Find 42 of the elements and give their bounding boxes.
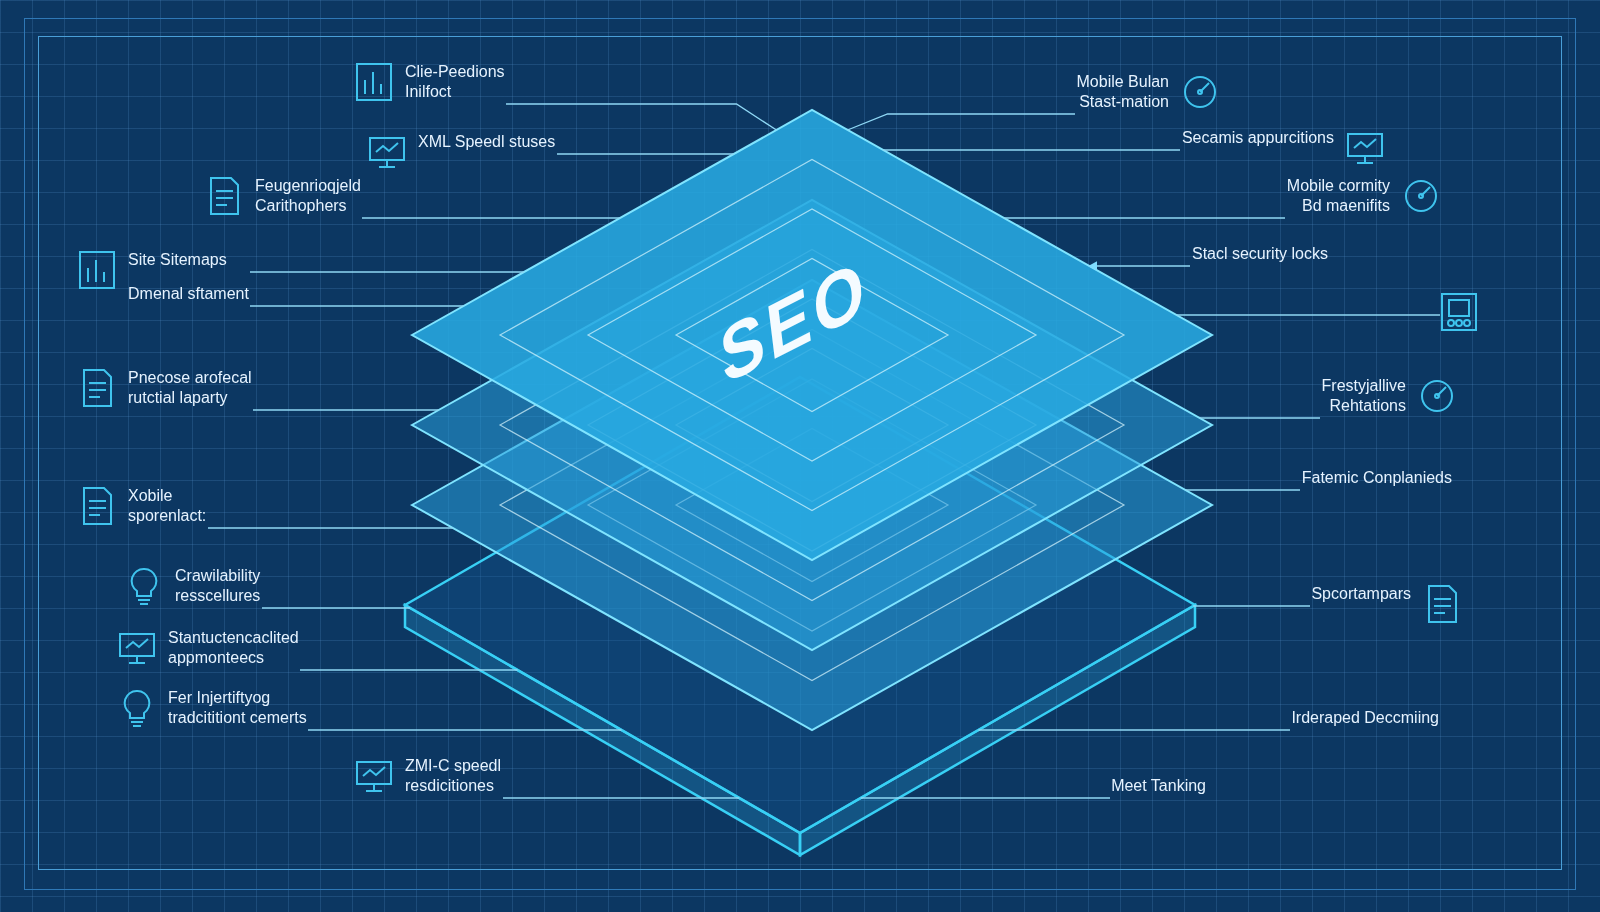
callout-label: Spcortampars [1310, 584, 1411, 604]
callout-label: Fer Injertiftyog tradcititiont cemerts [168, 688, 308, 728]
callout-label: Site Sitemaps [128, 250, 228, 270]
layer-title: SEO [715, 240, 873, 402]
leader-line [846, 113, 1076, 131]
leader-line [882, 149, 1181, 151]
leader-line [249, 271, 525, 273]
callout-label: Pnecose arofecal rutctial laparty [128, 368, 253, 408]
callout-label: Frestyjallive Rehtations [1320, 376, 1406, 416]
leader-line [1088, 261, 1191, 271]
leader-line [502, 797, 740, 799]
callout-label: Stantuctencaclited appmonteecs [168, 628, 300, 668]
callout-label: Feugenrioqjeld Carithophers [255, 176, 362, 216]
callout-label: Clie-Peedions Inilfoct [405, 62, 506, 102]
callout-label: Irderaped Deccmiing [1290, 708, 1439, 728]
callout-label: Crawilability resscellures [175, 566, 262, 606]
callout-label: Mobile Bulan Stast-mation [1075, 72, 1169, 112]
callout-label: Stacl security locks [1190, 244, 1328, 264]
leader-line [252, 409, 440, 411]
callout-label: XML Speedl stuses [418, 132, 557, 152]
leader-line [860, 797, 1111, 799]
leader-line [261, 607, 411, 609]
leader-line [556, 153, 735, 155]
leader-line [361, 217, 621, 219]
leader-line [1184, 489, 1301, 491]
leader-line [307, 729, 623, 731]
leader-line [977, 729, 1291, 731]
callout-label: Secamis appurcitions [1180, 128, 1334, 148]
leader-line [1003, 217, 1286, 219]
leader-line [299, 669, 519, 671]
callout-label: Mobile cormity Bd maenifits [1285, 176, 1390, 216]
callout-label: Dmenal sftament [128, 284, 250, 304]
callout-label: ZMI-C speedl resdicitiones [405, 756, 503, 796]
leader-line [207, 527, 454, 529]
leader-line [1192, 605, 1311, 607]
leader-line [505, 103, 778, 131]
callout-label: Meet Tanking [1110, 776, 1206, 796]
leader-line [1175, 314, 1441, 316]
callout-label: Xobile sporenlact: [128, 486, 208, 526]
callout-label: Fatemic Conplanieds [1300, 468, 1452, 488]
leader-line [249, 305, 465, 307]
leader-line [1198, 417, 1321, 419]
